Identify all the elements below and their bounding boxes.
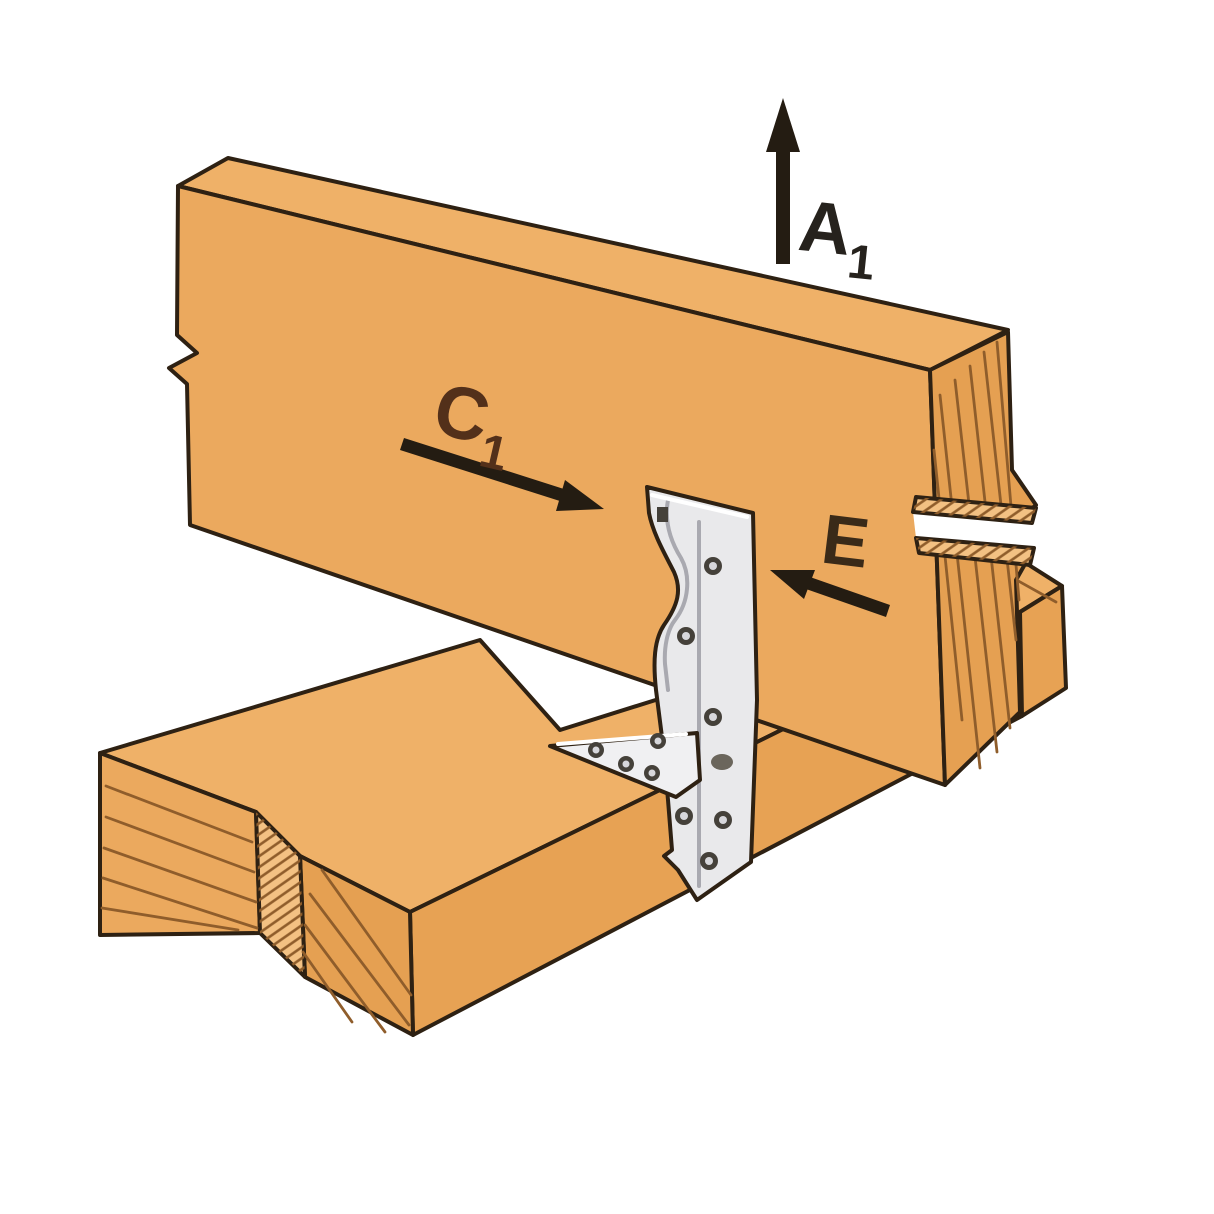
uplift-arrow-a1 [766,98,800,264]
end-load-arrow-e [770,570,890,617]
load-arrows [400,98,890,617]
lateral-arrow-c1 [400,438,604,511]
bottom-beam-right-end [1018,584,1068,718]
top-beam-break [911,495,1038,567]
framing-angle-bracket [548,485,759,902]
label-e: E [818,500,874,583]
break-hatch-texture [256,812,305,977]
label-a1: A1 [793,186,881,291]
bracket-hem-lines [662,498,701,888]
top-beam [167,156,1038,787]
bracket-hole-centers [592,562,727,865]
bracket-prong [711,754,733,770]
bottom-beam-grain-lines [100,571,1058,1034]
bracket-edge-highlight [650,493,749,519]
flange-edge-highlight [556,732,688,746]
